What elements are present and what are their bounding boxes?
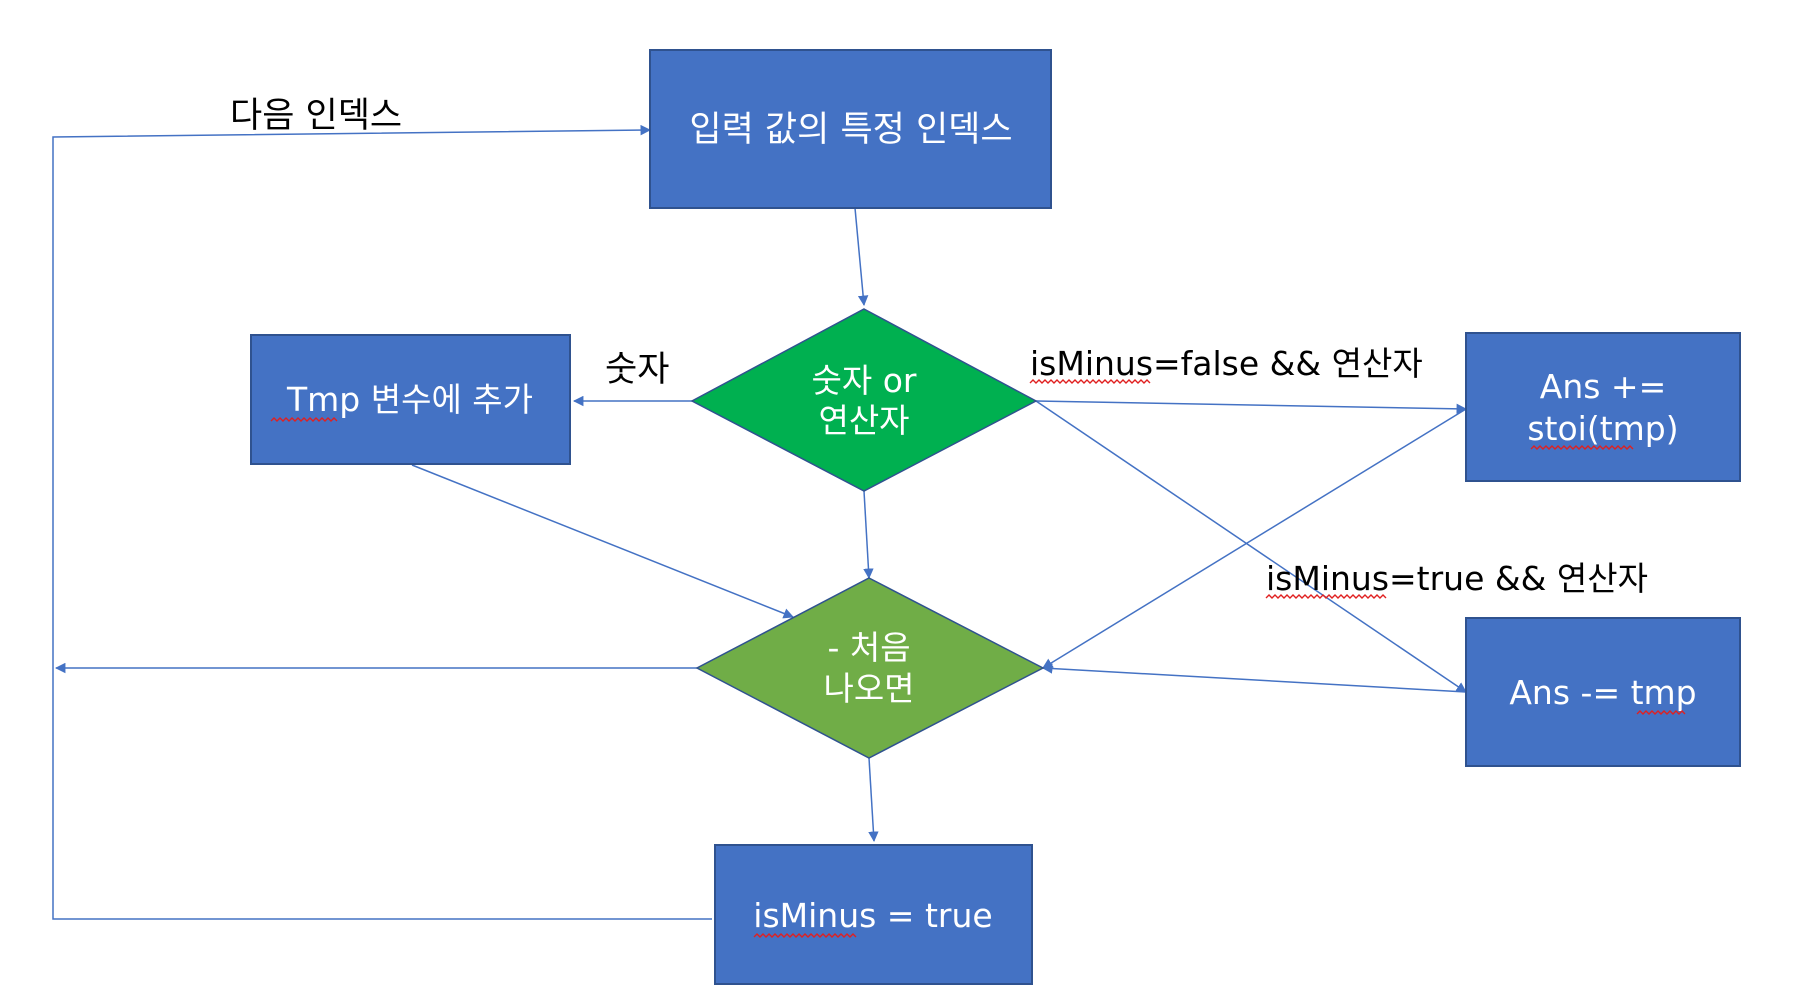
edge-label-digit: 숫자 [605, 350, 669, 390]
decision-first-minus-line2: 나오면 [823, 669, 914, 708]
node-ans-minus: Ans -= tmp [1465, 617, 1741, 767]
spellcheck-underline [1029, 379, 1151, 384]
node-ans-plus: Ans += stoi(tmp) [1465, 332, 1741, 482]
node-tmp-append-label: Tmp 변수에 추가 [286, 380, 533, 419]
edge-decision1-to-decision2 [863, 490, 874, 580]
node-ans-minus-label: Ans -= tmp [1509, 673, 1696, 712]
node-input-index-label: 입력 값의 특정 인덱스 [689, 110, 1012, 150]
edge-label-next-index: 다음 인덱스 [230, 96, 402, 136]
edge-loop-back-to-input [52, 124, 712, 920]
decision-first-minus-line1: - 처음 [827, 628, 910, 667]
node-tmp-append: Tmp 변수에 추가 [250, 334, 571, 465]
edge-decision1-to-ans-minus [1035, 400, 1467, 693]
node-decision-digit-or-op: 숫자 or 연산자 [690, 308, 1038, 492]
edge-decision1-to-ans-plus [1035, 400, 1468, 415]
spellcheck-underline [1530, 445, 1634, 450]
edge-ans-plus-to-decision2 [1042, 408, 1467, 669]
spellcheck-underline [1265, 594, 1387, 599]
spellcheck-underline [1636, 710, 1686, 715]
ans-plus-line1: Ans += [1540, 367, 1666, 406]
ans-plus-line2: stoi(tmp) [1527, 409, 1678, 448]
edge-ans-minus-to-decision2 [1041, 663, 1467, 693]
node-input-index: 입력 값의 특정 인덱스 [649, 49, 1052, 209]
connectors [52, 124, 1468, 920]
edge-decision2-to-isminus [868, 757, 879, 843]
spellcheck-underline [270, 417, 338, 422]
node-decision-first-minus: - 처음 나오면 [695, 577, 1045, 759]
decision-digit-or-op-line2: 연산자 [818, 401, 909, 440]
node-set-is-minus-label: isMinus = true [753, 896, 992, 935]
edge-label-minus-true-op: isMinus=true && 연산자 [1266, 559, 1648, 598]
edge-label-minus-false-op: isMinus=false && 연산자 [1030, 344, 1423, 383]
edge-input-to-decision1 [854, 207, 869, 307]
spellcheck-underline [753, 933, 857, 938]
edge-tmp-to-decision2 [411, 464, 794, 619]
decision-digit-or-op-line1: 숫자 or [812, 361, 917, 400]
node-set-is-minus: isMinus = true [714, 844, 1033, 985]
